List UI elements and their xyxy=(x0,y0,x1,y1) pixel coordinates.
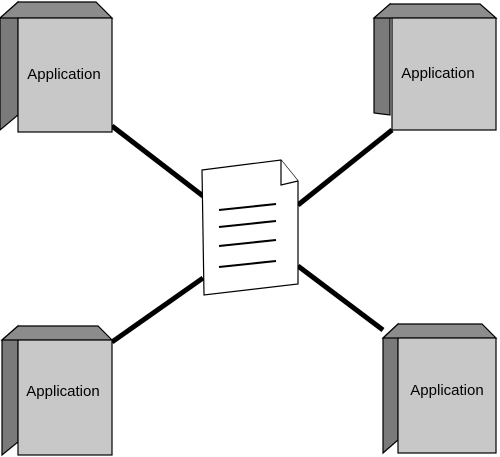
connector-bottom-left xyxy=(110,275,205,345)
connector-top-left xyxy=(110,124,205,198)
server-box-icon xyxy=(0,0,114,133)
application-label-bottom-left: Application xyxy=(26,383,99,400)
connector-bottom-right xyxy=(296,264,385,332)
application-label-bottom-right: Application xyxy=(410,382,483,399)
server-box-icon xyxy=(372,2,498,131)
connectors xyxy=(110,124,394,345)
application-label-top-left: Application xyxy=(27,66,100,83)
application-box-bottom-left: Application xyxy=(0,324,114,457)
server-box-icon xyxy=(0,324,114,457)
application-label-top-right: Application xyxy=(401,65,474,82)
application-box-top-left: Application xyxy=(0,0,114,133)
application-box-top-right: Application xyxy=(372,2,498,131)
document-icon xyxy=(201,159,299,296)
server-box-icon xyxy=(381,322,498,455)
document-text-lines xyxy=(218,203,277,268)
connector-top-right xyxy=(296,128,394,207)
application-box-bottom-right: Application xyxy=(381,322,498,455)
